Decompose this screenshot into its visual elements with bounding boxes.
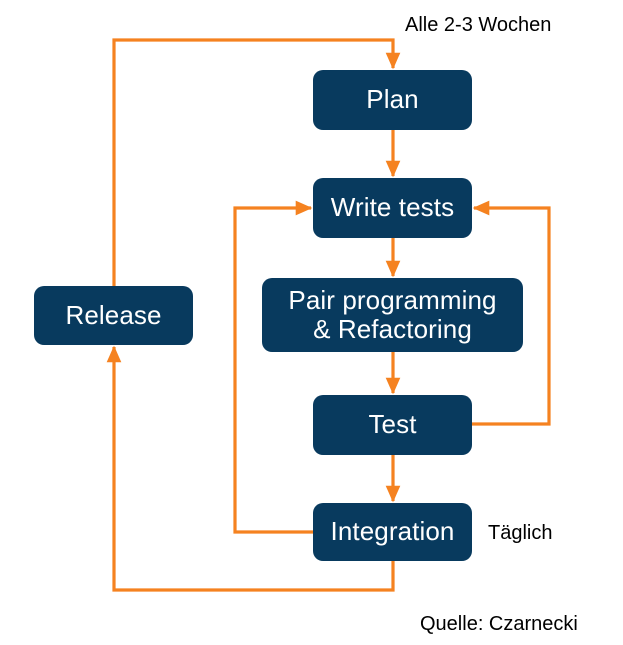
caption-source: Quelle: Czarnecki xyxy=(420,613,578,635)
node-write-tests[interactable]: Write tests xyxy=(313,178,472,238)
caption-release-cadence: Alle 2-3 Wochen xyxy=(405,14,552,36)
node-test[interactable]: Test xyxy=(313,395,472,455)
node-release[interactable]: Release xyxy=(34,286,193,345)
node-pair-programming-refactoring[interactable]: Pair programming & Refactoring xyxy=(262,278,523,352)
node-plan[interactable]: Plan xyxy=(313,70,472,130)
caption-integration-cadence: Täglich xyxy=(488,522,553,544)
edge-integration-to-write-tests-loop xyxy=(233,200,313,534)
node-integration[interactable]: Integration xyxy=(313,503,472,561)
